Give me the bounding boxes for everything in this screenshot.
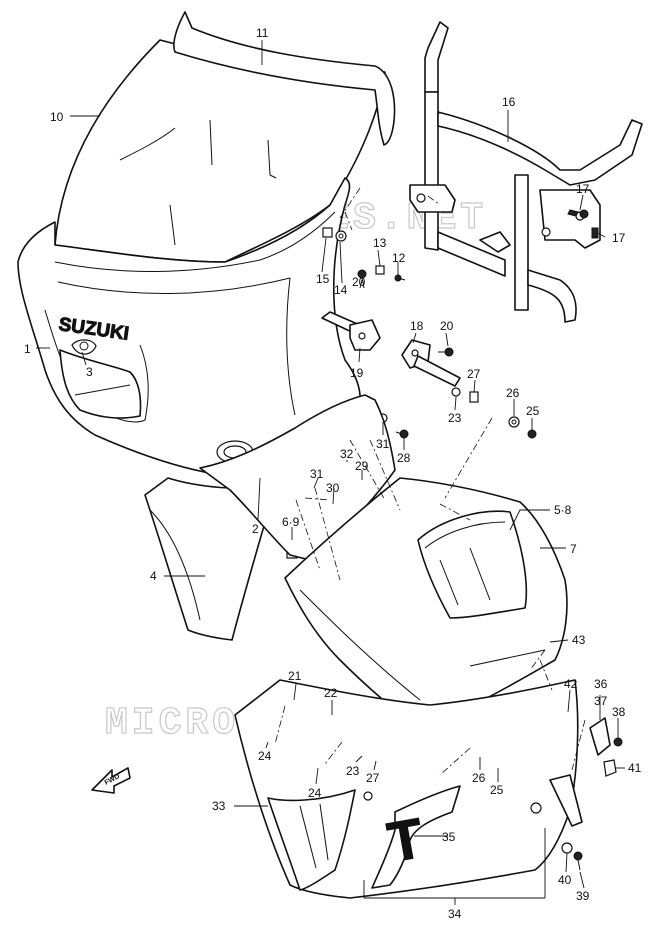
callout-18: 18 xyxy=(410,319,424,333)
callout-4: 4 xyxy=(150,569,157,583)
callout-36: 36 xyxy=(594,677,608,691)
callout-23-lower: 23 xyxy=(346,764,360,778)
callout-31-lower: 31 xyxy=(310,467,324,481)
alignment-lines xyxy=(274,187,586,776)
callout-34: 34 xyxy=(448,907,462,921)
callout-27-upper: 27 xyxy=(467,367,481,381)
callout-37: 37 xyxy=(594,694,608,708)
callout-19: 19 xyxy=(350,366,364,380)
callout-2: 2 xyxy=(252,522,259,536)
callout-40: 40 xyxy=(558,873,572,887)
callout-33: 33 xyxy=(212,799,226,813)
callout-20-mid: 20 xyxy=(440,319,454,333)
callout-24-right: 24 xyxy=(308,786,322,800)
callout-17-upper: 17 xyxy=(576,182,590,196)
callout-39: 39 xyxy=(576,889,590,903)
side-cowling-part-2 xyxy=(199,394,396,561)
callout-41: 41 xyxy=(628,761,642,775)
callout-13: 13 xyxy=(373,236,387,250)
callout-12: 12 xyxy=(392,251,406,265)
under-cowling-part-33: T xyxy=(234,679,583,899)
cowling-bracket-part-16 xyxy=(409,21,643,323)
callout-28: 28 xyxy=(397,451,411,465)
callout-16: 16 xyxy=(502,95,516,109)
lower-cowling-part-7 xyxy=(284,477,568,729)
forward-direction-indicator: FWD xyxy=(91,767,131,794)
mounting-stay-part-18 xyxy=(401,339,461,387)
callout-30: 30 xyxy=(326,481,340,495)
side-cowling-part-4 xyxy=(144,477,276,641)
callout-26-upper: 26 xyxy=(506,386,520,400)
callout-numbers: 11 10 1 3 16 17 17 13 12 15 14 20 19 18 … xyxy=(24,26,642,921)
callout-23-upper: 23 xyxy=(448,411,462,425)
leader-lines xyxy=(36,40,625,905)
mounting-stay-part-19 xyxy=(321,311,381,351)
callout-10: 10 xyxy=(50,110,64,124)
callout-43: 43 xyxy=(572,633,586,647)
callout-15: 15 xyxy=(316,272,330,286)
callout-22: 22 xyxy=(324,686,338,700)
callout-38: 38 xyxy=(612,705,626,719)
callout-31-upper: 31 xyxy=(376,437,390,451)
callout-21: 21 xyxy=(288,669,302,683)
callout-32: 32 xyxy=(340,447,354,461)
callout-24-left: 24 xyxy=(258,749,272,763)
callout-14: 14 xyxy=(334,283,348,297)
callout-25-upper: 25 xyxy=(526,404,540,418)
callout-17-lower: 17 xyxy=(612,231,626,245)
upper-cowling-part-1: SUZUKI xyxy=(17,177,361,475)
callout-5-8: 5·8 xyxy=(554,503,572,517)
callout-29: 29 xyxy=(355,459,369,473)
callout-3: 3 xyxy=(86,365,93,379)
callout-42: 42 xyxy=(564,677,578,691)
callout-27-lower: 27 xyxy=(366,771,380,785)
callout-11: 11 xyxy=(256,26,269,40)
callout-25-lower: 25 xyxy=(490,783,504,797)
callout-20-upper: 20 xyxy=(352,275,366,289)
callout-26-lower: 26 xyxy=(472,771,486,785)
callout-6-9: 6·9 xyxy=(282,515,300,529)
callout-1: 1 xyxy=(24,342,31,356)
callout-35: 35 xyxy=(442,830,456,844)
callout-7: 7 xyxy=(570,542,577,556)
windscreen-trim-part-11 xyxy=(173,11,396,146)
